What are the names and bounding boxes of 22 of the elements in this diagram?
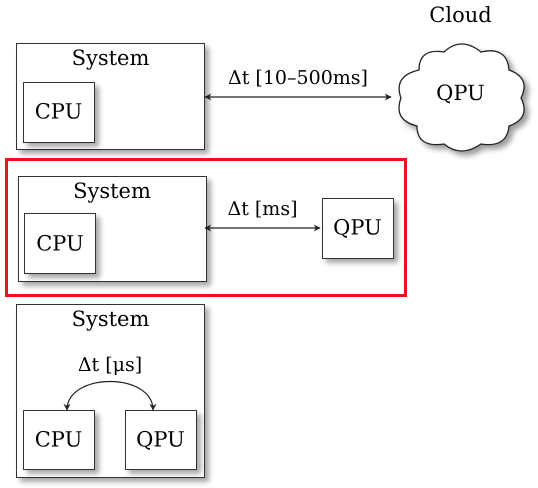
double-arrow [204, 94, 392, 100]
node-label: CPU [34, 100, 84, 124]
node-label: System [70, 47, 150, 70]
double-arrow [64, 380, 156, 411]
unit-box [24, 213, 96, 274]
node-label: QPU [436, 82, 485, 106]
unit-box [322, 198, 394, 258]
unit-box [22, 82, 94, 142]
system-box [18, 176, 206, 282]
system-box [16, 43, 205, 150]
node-label: System [70, 308, 150, 332]
highlight-frame [5, 158, 407, 297]
node-label: QPU [332, 216, 383, 240]
cloud-heading: Cloud [429, 4, 492, 28]
double-arrow [204, 224, 321, 232]
node-label: QPU [135, 428, 186, 452]
node-label: CPU [34, 428, 84, 452]
node-label: System [72, 180, 152, 203]
system-box [16, 304, 205, 478]
unit-box [22, 410, 94, 470]
node-label: CPU [35, 232, 85, 256]
unit-box [124, 410, 196, 470]
